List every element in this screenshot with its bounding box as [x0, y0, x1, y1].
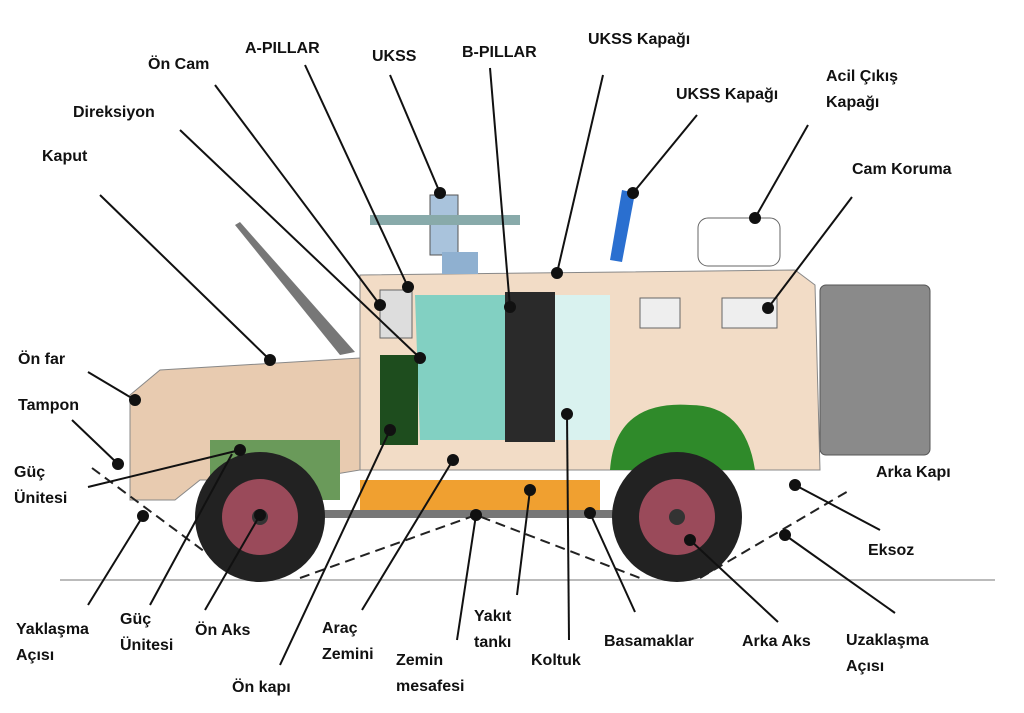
- label-line: Zemin: [396, 652, 444, 669]
- label-tampon: Tampon: [18, 397, 80, 414]
- label-line: Güç: [120, 611, 152, 628]
- label-on-cam: Ön Cam: [148, 56, 210, 73]
- label-line: mesafesi: [396, 678, 465, 695]
- label-on-kapi: Ön kapı: [232, 679, 291, 696]
- label-on-far: Ön far: [18, 351, 66, 368]
- approach-angle-line: [91, 467, 241, 579]
- label-koltuk: Koltuk: [531, 652, 581, 669]
- ukss-base: [442, 252, 478, 274]
- label-yakit-tanki: Yakıt tankı: [474, 604, 511, 656]
- rear-wheel-arch: [610, 404, 755, 470]
- label-cam-koruma: Cam Koruma: [852, 161, 952, 178]
- label-b-pillar: B-PILLAR: [462, 44, 537, 61]
- open-hood: [235, 222, 355, 355]
- ground-clearance-line: [299, 513, 641, 579]
- label-ukss-kapagi: UKSS Kapağı: [588, 31, 691, 48]
- label-line: Araç: [322, 620, 358, 637]
- label-on-aks: Ön Aks: [195, 622, 251, 639]
- label-line: Yaklaşma: [16, 621, 89, 638]
- label-basamaklar: Basamaklar: [604, 633, 694, 650]
- rear-door: [819, 284, 931, 456]
- label-line: Acil Çıkış: [826, 68, 899, 85]
- label-eksoz: Eksoz: [868, 542, 915, 559]
- label-line: tankı: [474, 634, 512, 651]
- label-ukss-kapagi-2: UKSS Kapağı: [676, 86, 779, 103]
- label-arka-kapi: Arka Kapı: [876, 464, 951, 481]
- label-line: Uzaklaşma: [846, 632, 929, 649]
- front-window: [415, 295, 505, 440]
- label-line: Zemini: [322, 646, 374, 663]
- rear-seat-door: [505, 292, 555, 442]
- front-grille: [379, 289, 413, 339]
- label-line: Açısı: [846, 658, 885, 675]
- fuel-tank: [360, 480, 600, 510]
- label-arka-aks: Arka Aks: [742, 633, 811, 650]
- label-line: Kapağı: [826, 94, 880, 111]
- escape-hatch: [697, 217, 781, 267]
- leader-lines: [71, 64, 896, 666]
- label-direksiyon: Direksiyon: [73, 104, 155, 121]
- label-zemin-mesafesi: Zemin mesafesi: [396, 648, 465, 700]
- label-line: Ünitesi: [14, 490, 68, 507]
- label-kaput: Kaput: [42, 148, 88, 165]
- label-a-pillar: A-PILLAR: [245, 40, 320, 57]
- label-line: Yakıt: [474, 608, 512, 625]
- label-ukss: UKSS: [372, 48, 417, 65]
- rear-wheel: [612, 452, 742, 582]
- label-line: Ünitesi: [120, 637, 174, 654]
- label-line: Açısı: [16, 647, 55, 664]
- ukss-gun: [370, 215, 520, 225]
- departure-angle-line: [699, 489, 851, 579]
- label-line: Güç: [14, 464, 46, 481]
- window-guard: [639, 297, 681, 329]
- ukss-shield: [610, 190, 635, 262]
